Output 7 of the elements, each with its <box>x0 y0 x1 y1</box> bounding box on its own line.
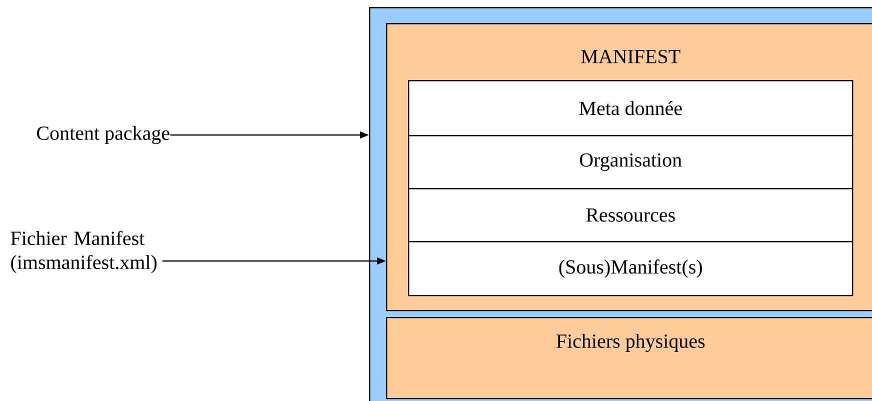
side-label: Fichier Manifest (imsmanifest.xml) <box>10 230 157 274</box>
section-row: Ressources <box>408 188 854 242</box>
section-row: Meta donnée <box>408 80 854 136</box>
section-row: Organisation <box>408 135 854 190</box>
section-row: (Sous)Manifest(s) <box>408 241 854 296</box>
side-label: Content package <box>37 126 170 144</box>
files-box: Fichiers physiques <box>386 316 872 400</box>
